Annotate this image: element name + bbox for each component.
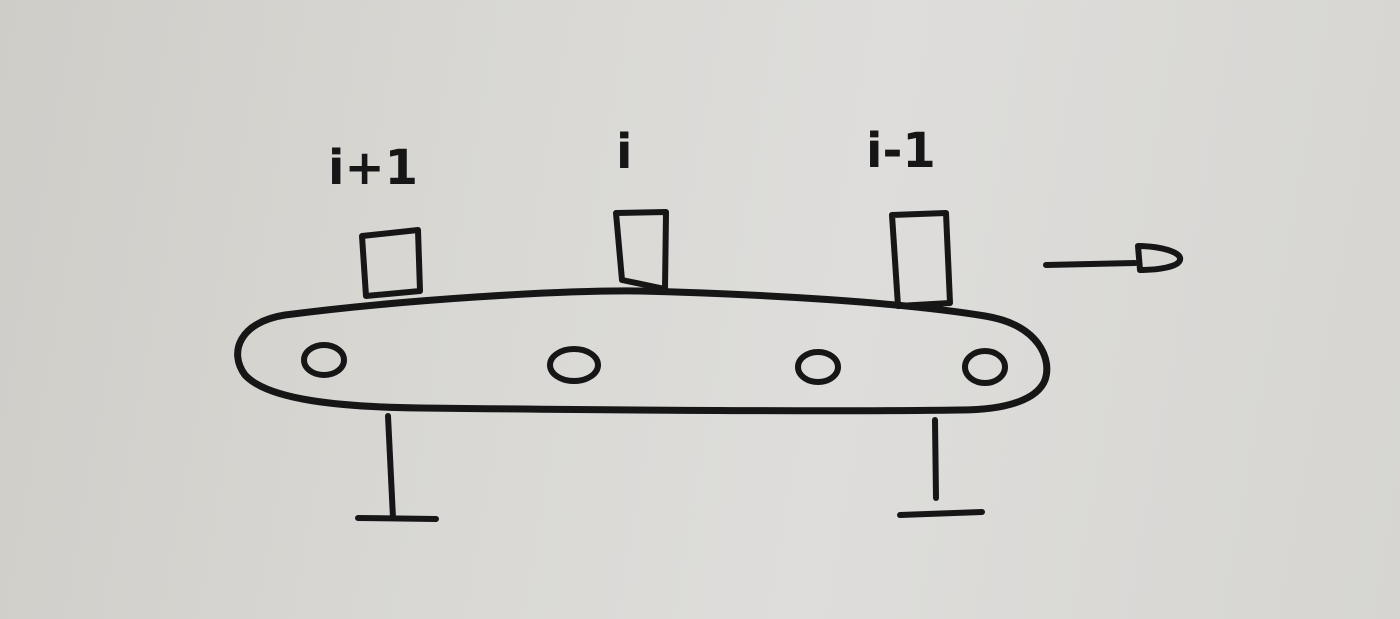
item-label-previous: i-1 bbox=[866, 123, 936, 179]
arrow-right-icon bbox=[1043, 243, 1183, 273]
roller-icon bbox=[301, 342, 1008, 386]
support-leg-left bbox=[355, 413, 439, 522]
item-label-next: i+1 bbox=[328, 140, 418, 196]
support-leg-right bbox=[897, 417, 985, 518]
conveyor-belt bbox=[234, 287, 1051, 415]
item-box-next bbox=[359, 227, 423, 299]
item-box-current bbox=[613, 209, 669, 292]
item-box-previous bbox=[889, 210, 953, 309]
item-label-current: i bbox=[616, 124, 632, 180]
